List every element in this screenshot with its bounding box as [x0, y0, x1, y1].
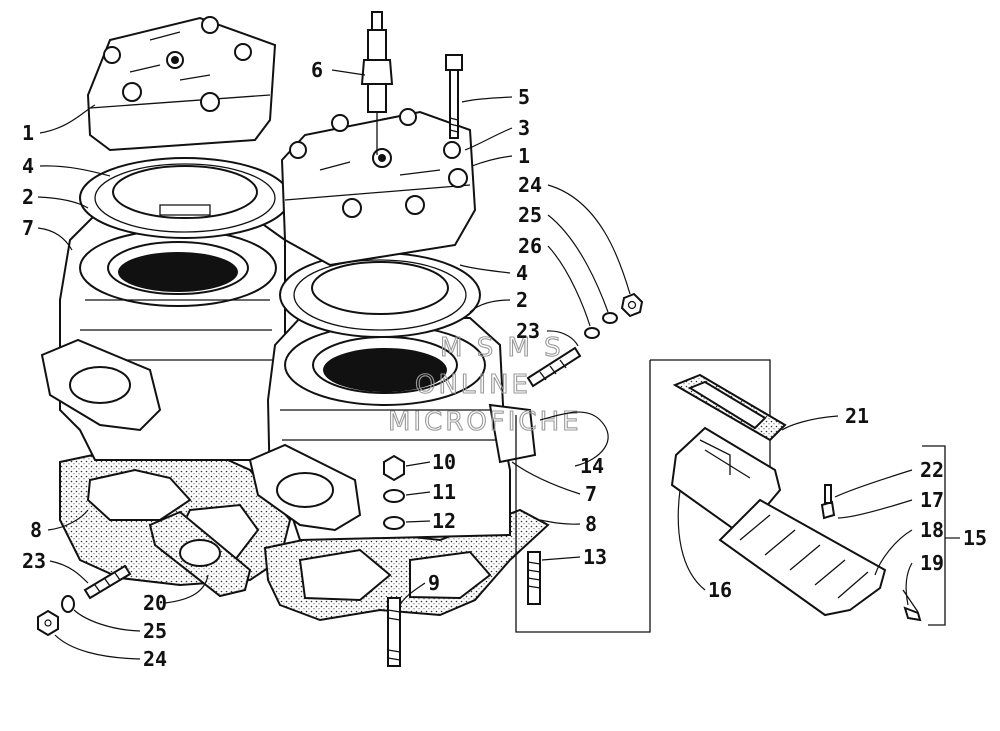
stud-hardware [383, 454, 405, 530]
callout-labels: 1 4 2 7 6 5 3 1 24 25 26 4 2 23 21 14 10… [22, 58, 987, 671]
right-cylinder-assembly [248, 108, 550, 622]
callout-19: 19 [920, 551, 944, 575]
callout-20: 20 [143, 591, 167, 615]
head-bolt [445, 54, 463, 139]
callout-21: 21 [845, 404, 869, 428]
callout-5: 5 [518, 85, 530, 109]
watermark-line-1: M S M S [440, 333, 564, 363]
spark-plug [360, 11, 394, 155]
callout-18: 18 [920, 518, 944, 542]
callout-16: 16 [708, 578, 732, 602]
callout-14: 14 [580, 454, 604, 478]
callout-12: 12 [432, 509, 456, 533]
callout-17: 17 [920, 488, 944, 512]
callout-7-right: 7 [585, 482, 597, 506]
callout-6: 6 [311, 58, 323, 82]
stud-9 [387, 597, 401, 667]
callout-25-lower: 25 [143, 619, 167, 643]
stud-upper [526, 346, 582, 388]
watermark-line-2: ONLINE [415, 370, 531, 400]
callout-2-left: 2 [22, 185, 34, 209]
callout-24-upper: 24 [518, 173, 542, 197]
callout-24-lower: 24 [143, 647, 167, 671]
callout-4-right: 4 [516, 261, 528, 285]
upper-hardware [584, 292, 644, 339]
callout-15: 15 [963, 526, 987, 550]
cylinder-head-right [280, 110, 477, 267]
watermark-line-3: MICROFICHE [388, 407, 582, 437]
lower-hardware [37, 564, 132, 637]
callout-1-right: 1 [518, 144, 530, 168]
callout-4-left: 4 [22, 154, 34, 178]
callout-11: 11 [432, 480, 456, 504]
stud-13 [527, 551, 541, 605]
leader-lines [37, 69, 960, 660]
watermark: M S M S ONLINE MICROFICHE [387, 332, 582, 437]
callout-1-left: 1 [22, 121, 34, 145]
callout-22: 22 [920, 458, 944, 482]
callout-8-right: 8 [585, 512, 597, 536]
callout-9: 9 [428, 571, 440, 595]
callout-7-left: 7 [22, 216, 34, 240]
cylinder-head-left [86, 16, 277, 152]
callout-8-left: 8 [30, 518, 42, 542]
callout-23-lower: 23 [22, 549, 46, 573]
callout-13: 13 [583, 545, 607, 569]
left-cylinder-assembly [40, 16, 292, 587]
callout-25-upper: 25 [518, 203, 542, 227]
callout-26: 26 [518, 234, 542, 258]
callout-23-upper: 23 [516, 319, 540, 343]
reed-valve-assembly [515, 359, 946, 633]
callout-3: 3 [518, 116, 530, 140]
callout-2-right: 2 [516, 288, 528, 312]
exhaust-gasket [148, 510, 252, 598]
callout-10: 10 [432, 450, 456, 474]
